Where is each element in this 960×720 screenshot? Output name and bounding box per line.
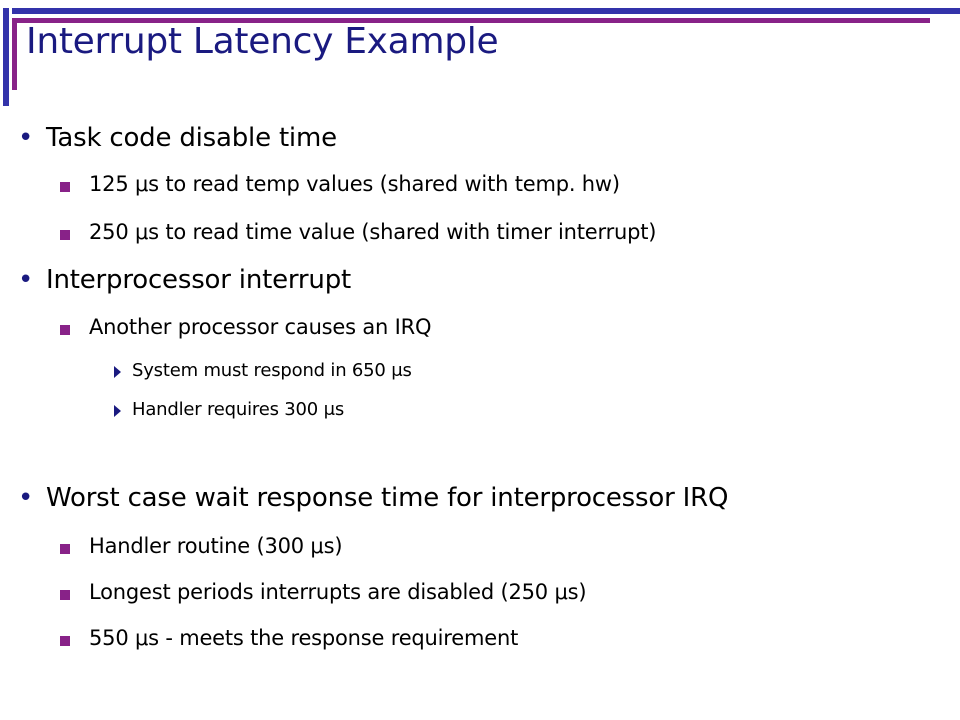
blue-horizontal-accent-bar xyxy=(12,8,960,14)
square-bullet-icon xyxy=(60,230,70,240)
square-bullet-icon xyxy=(60,590,70,600)
purple-vertical-accent-bar xyxy=(12,18,17,90)
triangle-bullet-icon xyxy=(114,366,121,378)
triangle-bullet-icon xyxy=(114,405,121,417)
bullet-interprocessor-interrupt: • Interprocessor interrupt xyxy=(18,265,351,295)
slide-title: Interrupt Latency Example xyxy=(26,21,499,62)
bullet-dot-icon: • xyxy=(18,265,34,295)
square-bullet-icon xyxy=(60,182,70,192)
blue-vertical-accent-bar xyxy=(3,8,9,106)
square-bullet-icon xyxy=(60,544,70,554)
square-bullet-icon xyxy=(60,325,70,335)
square-bullet-icon xyxy=(60,636,70,646)
bullet-task-code-disable-time: • Task code disable time xyxy=(18,123,337,153)
bullet-worst-case-wait: • Worst case wait response time for inte… xyxy=(18,483,729,513)
bullet-dot-icon: • xyxy=(18,123,34,153)
purple-horizontal-accent-bar xyxy=(12,18,930,23)
bullet-dot-icon: • xyxy=(18,483,34,513)
